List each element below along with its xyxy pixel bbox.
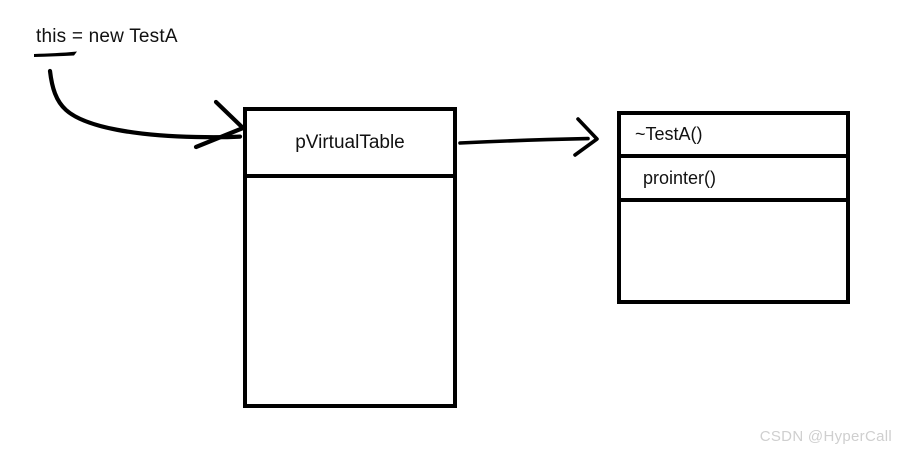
object-box-cell-vptr-label: pVirtualTable (295, 131, 405, 153)
vtable-entry-prointer-label: prointer() (643, 167, 717, 188)
watermark: CSDN @HyperCall (759, 428, 892, 445)
annotation-text: this = new TestA (36, 26, 178, 47)
object-box-cell-vptr: pVirtualTable (247, 111, 453, 178)
this-underline (34, 51, 77, 57)
vtable-entry-empty (621, 202, 846, 300)
vtable-box: ~TestA() prointer() (617, 111, 850, 304)
vtable-entry-destructor: ~TestA() (621, 115, 846, 158)
object-box-cell-members (247, 178, 453, 404)
vtable-entry-destructor-label: ~TestA() (635, 124, 703, 144)
vptr-arrow-shaft (458, 136, 590, 145)
vptr-arrowhead (573, 117, 599, 157)
this-pointer-arrow-shaft (47, 68, 243, 140)
vtable-entry-prointer: prointer() (621, 158, 846, 202)
this-pointer-arrowhead (193, 99, 246, 150)
object-box: pVirtualTable (243, 107, 457, 408)
